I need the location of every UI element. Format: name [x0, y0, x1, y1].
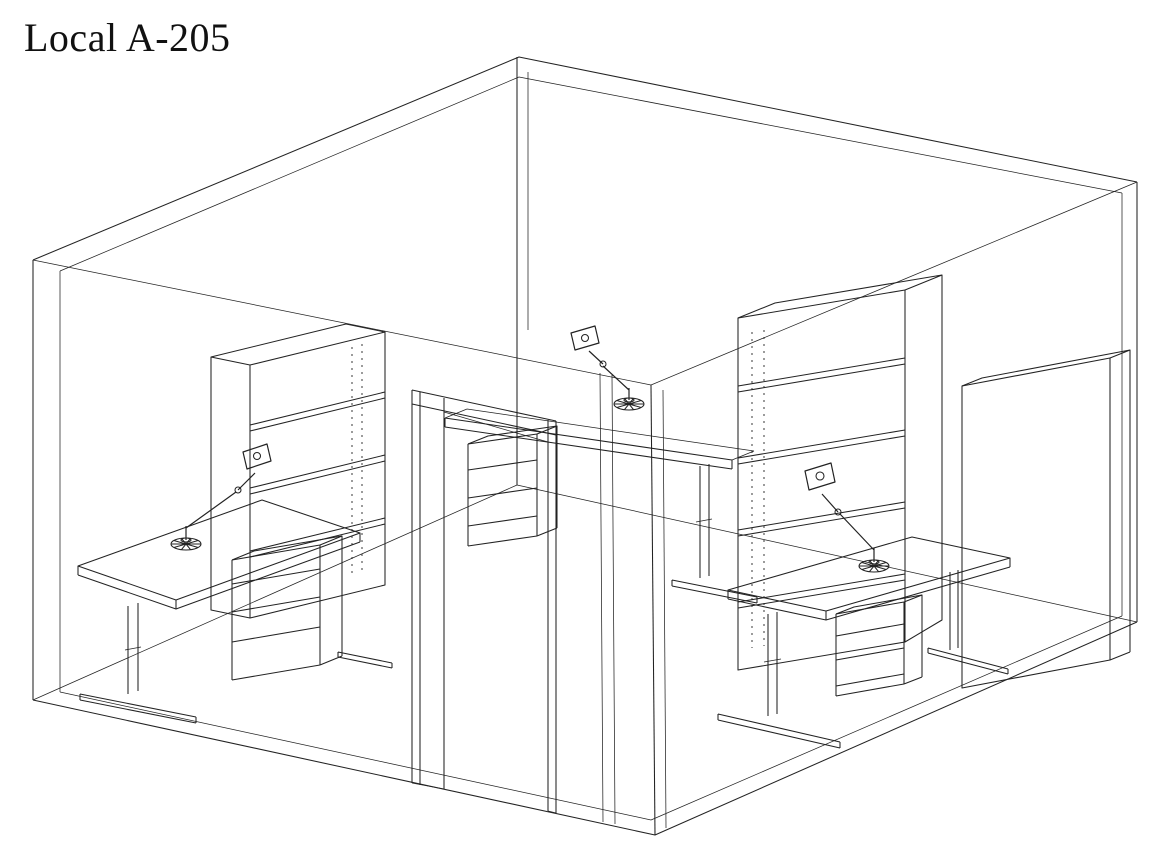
- right-cabinet: [961, 349, 1131, 689]
- room-shell: [32, 56, 1138, 836]
- left-bookshelf: [210, 323, 386, 619]
- right-monitor-arm: [804, 462, 890, 573]
- back-desk: [444, 408, 758, 604]
- back-monitor-arm: [570, 325, 645, 411]
- room-label: Local A-205: [24, 15, 231, 60]
- left-monitor-arm: [170, 443, 272, 551]
- right-desk: [717, 536, 1011, 749]
- right-bookshelf: [737, 274, 943, 671]
- back-drawer-unit: [467, 425, 558, 547]
- right-pedestal: [835, 594, 923, 697]
- left-pedestal: [231, 535, 343, 681]
- doorway: [411, 372, 616, 825]
- left-desk: [77, 499, 393, 724]
